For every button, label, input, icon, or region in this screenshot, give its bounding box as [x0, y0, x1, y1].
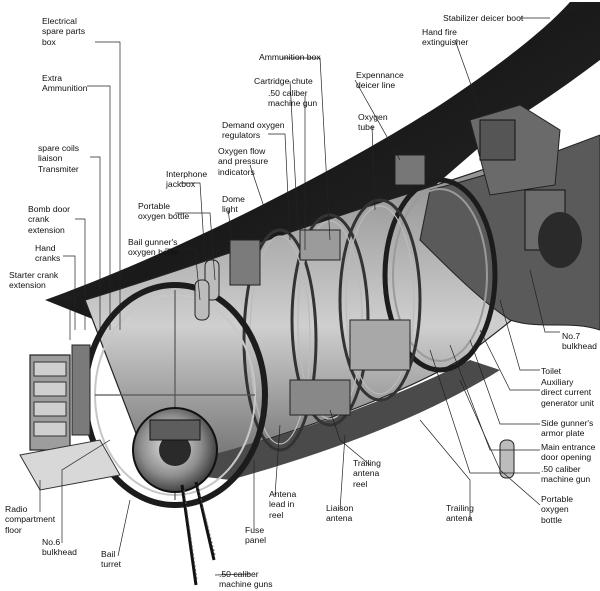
label-extra-ammunition: Extra Ammunition: [42, 73, 88, 94]
label-liaison-antena: Liaison antena: [326, 503, 354, 524]
leader-lines: [39, 17, 560, 576]
label-50-caliber-machine-gun-right: .50 caliber machine gun: [541, 464, 591, 485]
label-trailing-antena-reel: Trailing antena reel: [353, 458, 381, 489]
label-ammunition-box: Ammunition box: [259, 52, 321, 62]
label-electrical-spare-parts-box: Electrical spare parts box: [42, 16, 85, 47]
label-starter-crank-extension: Starter crank extension: [9, 270, 59, 291]
oxygen-bottles: [194, 259, 515, 479]
label-50-caliber-machine-gun-top: .50 caliber machine gun: [268, 88, 318, 109]
label-no7-bulkhead: No.7 bulkhead: [562, 331, 597, 352]
fuselage-belly: [150, 360, 500, 480]
radio-equipment-stack: [29, 344, 91, 451]
tail-equipment: [479, 119, 582, 268]
label-hand-fire-extinguisher: Hand fire extinguisher: [422, 27, 469, 48]
label-50-caliber-machine-guns-bottom: .50 caliber machine guns: [219, 569, 273, 590]
label-demand-oxygen-regulators: Demand oxygen regulators: [222, 120, 285, 141]
label-fuse-panel: Fuse panel: [245, 525, 267, 546]
label-no6-bulkhead: No.6 bulkhead: [42, 537, 77, 558]
no7-bulkhead-frame: [382, 177, 498, 373]
label-bail-turret: Bail turret: [101, 549, 122, 570]
label-oxygen-flow-pressure-indicators: Oxygen flow and pressure indicators: [218, 146, 269, 177]
ball-turret-guns: [180, 481, 216, 586]
label-bail-gunners-oxygen-bottle: Bail gunner's oxygen bottle: [128, 237, 180, 258]
label-oxygen-tube: Oxygen tube: [358, 112, 388, 133]
cabin-equipment: [229, 154, 426, 416]
label-dome-light: Dome light: [222, 194, 245, 215]
label-expennance-deicer-line: Expennance deicer line: [356, 70, 404, 91]
label-trailing-antena: Trailing antena: [446, 503, 474, 524]
label-cartridge-chute: Cartridge chute: [254, 76, 313, 86]
label-main-entrance-door-opening: Main entrance door opening: [541, 442, 596, 463]
label-side-gunners-armor-plate: Side gunner's armor plate: [541, 418, 594, 439]
label-interphone-jackbox: Interphone jackbox: [166, 169, 208, 190]
label-radio-compartment-floor: Radio compartment floor: [5, 504, 56, 535]
label-portable-oxygen-bottle-bottom: Portable oxygen bottle: [541, 494, 574, 525]
label-antena-lead-in-reel: Antena lead in reel: [269, 489, 297, 520]
label-hand-cranks: Hand cranks: [35, 243, 61, 264]
label-auxiliary-dc-generator-unit: Auxiliary direct current generator unit: [541, 377, 595, 408]
label-stabilizer-deicer-boot: Stabilizer deicer boot: [443, 13, 524, 23]
label-bomb-door-crank-extension: Bomb door crank extension: [28, 204, 71, 235]
label-portable-oxygen-bottle-top: Portable oxygen bottle: [138, 201, 190, 222]
fuselage-skin-top: [45, 2, 600, 330]
label-spare-coils-liaison-transmitter: spare coils liaison Transmiter: [38, 143, 80, 174]
label-toilet: Toilet: [541, 366, 562, 376]
